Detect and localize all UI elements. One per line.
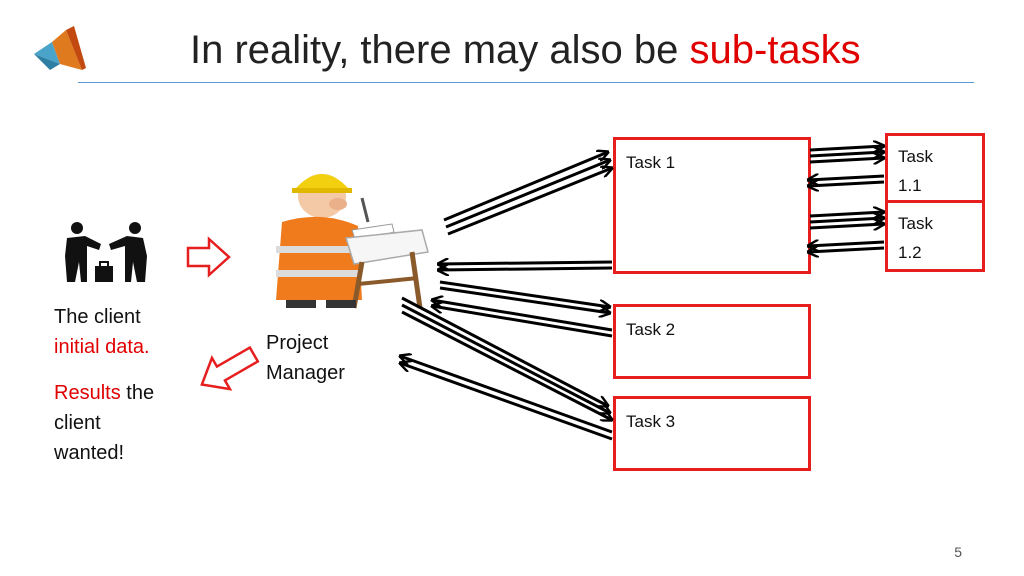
- arrow-from-task-3-b: [400, 363, 613, 441]
- manager-line-1: Project: [266, 332, 329, 354]
- subtask-1-1-line-1: Task: [898, 147, 933, 166]
- arrow-from-subtask-1-2-a: [808, 242, 885, 246]
- arrow-from-task-2-b: [432, 306, 613, 338]
- task-2-box: Task 2: [613, 304, 811, 379]
- task-3-box: Task 3: [613, 396, 811, 471]
- arrow-from-task-1-a: [438, 262, 613, 264]
- client-line-2: initial data.: [54, 336, 150, 358]
- outline-arrow-left-icon: [200, 345, 260, 391]
- arrow-from-subtask-1-1-a: [808, 176, 885, 180]
- arrow-to-task-3-c: [401, 310, 612, 420]
- task-2-label: Task 2: [626, 320, 676, 339]
- title-divider: [78, 82, 974, 83]
- task-3-label: Task 3: [626, 412, 676, 431]
- results-label: Results the client wanted!: [54, 378, 154, 468]
- page-number: 5: [954, 544, 962, 560]
- subtask-1-2-line-1: Task: [898, 214, 933, 233]
- manager-line-2: Manager: [266, 362, 345, 384]
- results-rest-3: wanted!: [54, 442, 125, 464]
- arrow-to-task-2-a: [439, 280, 610, 307]
- subtask-1-1-line-2: 1.1: [898, 176, 922, 195]
- outline-arrow-right-icon: [186, 236, 231, 278]
- subtask-1-1-label: Task 1.1: [898, 142, 933, 200]
- title-main: In reality, there may also be: [190, 28, 690, 72]
- results-word: Results: [54, 382, 121, 404]
- arrow-to-task-3-b: [401, 303, 610, 413]
- matlab-logo-icon: [34, 26, 86, 70]
- client-line-1: The client: [54, 306, 141, 328]
- arrow-from-task-2-a: [432, 300, 613, 332]
- arrow-to-subtask-1-1-c: [809, 158, 884, 162]
- arrow-from-task-1-b: [438, 268, 613, 270]
- subtask-1-1-box: Task 1.1: [885, 133, 985, 203]
- arrow-to-task-1-b: [445, 160, 610, 229]
- subtask-1-2-box: Task 1.2: [885, 200, 985, 272]
- arrow-to-task-2-b: [439, 286, 610, 313]
- arrow-to-subtask-1-2-c: [809, 224, 884, 228]
- task-1-box: Task 1: [613, 137, 811, 274]
- arrow-from-subtask-1-2-b: [808, 248, 885, 252]
- project-manager-illustration: [276, 174, 429, 309]
- task-1-label: Task 1: [626, 153, 676, 172]
- title-highlight: sub-tasks: [689, 28, 861, 72]
- arrow-to-task-1-a: [443, 152, 608, 222]
- client-label: The client initial data.: [54, 302, 150, 362]
- manager-label: Project Manager: [266, 328, 345, 388]
- arrow-to-subtask-1-1-a: [809, 146, 884, 150]
- results-rest-1: the: [120, 382, 155, 404]
- subtask-1-2-label: Task 1.2: [898, 209, 933, 267]
- arrow-to-subtask-1-2-a: [809, 212, 884, 216]
- subtask-1-2-line-2: 1.2: [898, 243, 922, 262]
- results-rest-2: client: [54, 412, 101, 434]
- handshake-icon: [65, 222, 147, 282]
- arrow-to-subtask-1-1-b: [809, 152, 884, 156]
- arrow-from-task-3-a: [400, 356, 613, 434]
- arrow-to-subtask-1-2-b: [809, 218, 884, 222]
- arrow-to-task-1-c: [447, 168, 612, 236]
- arrow-to-task-3-a: [401, 296, 608, 406]
- arrow-from-subtask-1-1-b: [808, 182, 885, 186]
- slide-title: In reality, there may also be sub-tasks: [190, 28, 861, 73]
